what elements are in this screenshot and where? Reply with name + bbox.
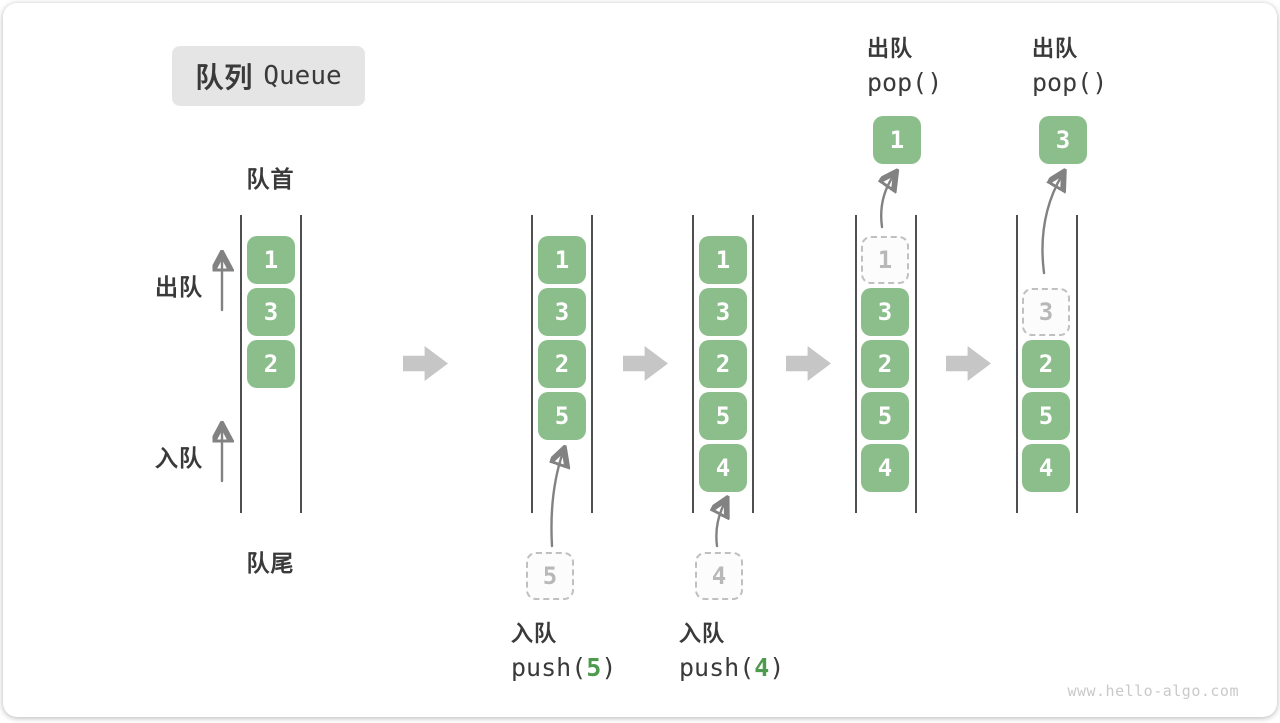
queue-item-box: 2	[538, 340, 586, 388]
queue-item-box: 1	[538, 236, 586, 284]
pointer-arrow	[1041, 175, 1062, 275]
pop-code-label: pop()	[1032, 68, 1108, 97]
queue-item-box: 3	[247, 288, 295, 336]
pop-operation-label-2: 出队 pop()	[1032, 34, 1107, 100]
incoming-item-box: 5	[526, 552, 574, 600]
queue-wall-right	[300, 215, 302, 513]
pointer-arrow	[551, 452, 563, 548]
queue-wall-right	[1076, 215, 1078, 513]
push-arg: 5	[586, 653, 602, 682]
dequeue-side-label: 出队	[155, 274, 203, 300]
title-en: Queue	[263, 61, 342, 91]
queue-wall-left	[855, 215, 857, 513]
figure-card: 队列 Queue 队首 队尾 出队 入队 出队 pop() 出队 pop() 入…	[3, 3, 1277, 717]
queue-wall-left	[1016, 215, 1018, 513]
queue-item-box: 3	[538, 288, 586, 336]
queue-diagram: 队列 Queue 队首 队尾 出队 入队 出队 pop() 出队 pop() 入…	[3, 3, 1277, 717]
push-zh-label: 入队	[511, 621, 558, 646]
queue-removed-slot-box: 1	[861, 236, 909, 284]
queue-item-box: 2	[1022, 340, 1070, 388]
queue-item-box: 1	[699, 236, 747, 284]
queue-wall-right	[752, 215, 754, 513]
title-chip: 队列 Queue	[172, 46, 365, 106]
incoming-item-box: 4	[695, 552, 743, 600]
pop-zh-label: 出队	[1032, 36, 1079, 61]
queue-item-box: 2	[247, 340, 295, 388]
popped-item-box: 3	[1039, 116, 1087, 164]
queue-item-box: 2	[861, 340, 909, 388]
state-transition-arrow-icon	[623, 346, 668, 381]
queue-item-box: 1	[247, 236, 295, 284]
pop-code-label: pop()	[867, 68, 943, 97]
push-arg: 4	[754, 653, 770, 682]
enqueue-side-label: 入队	[155, 445, 203, 471]
queue-item-box: 3	[861, 288, 909, 336]
queue-front-label: 队首	[246, 166, 295, 192]
queue-item-box: 4	[861, 444, 909, 492]
queue-item-box: 5	[861, 392, 909, 440]
pop-operation-label-1: 出队 pop()	[867, 34, 942, 100]
queue-wall-left	[240, 215, 242, 513]
state-transition-arrow-icon	[946, 346, 991, 381]
queue-item-box: 4	[699, 444, 747, 492]
push-operation-label-5: 入队 push(5)	[511, 619, 616, 685]
queue-wall-right	[915, 215, 917, 513]
queue-item-box: 4	[1022, 444, 1070, 492]
push-code-label: push(5)	[511, 653, 617, 682]
queue-item-box: 5	[699, 392, 747, 440]
queue-rear-label: 队尾	[246, 550, 295, 576]
queue-item-box: 5	[538, 392, 586, 440]
queue-item-box: 5	[1022, 392, 1070, 440]
popped-item-box: 1	[873, 116, 921, 164]
pointer-arrow	[716, 502, 725, 548]
queue-item-box: 2	[699, 340, 747, 388]
queue-wall-left	[531, 215, 533, 513]
queue-removed-slot-box: 3	[1022, 288, 1070, 336]
queue-wall-right	[591, 215, 593, 513]
push-code-label: push(4)	[679, 653, 785, 682]
watermark: www.hello-algo.com	[1067, 682, 1239, 700]
push-operation-label-4: 入队 push(4)	[679, 619, 784, 685]
title-zh: 队列	[195, 62, 254, 93]
state-transition-arrow-icon	[786, 346, 831, 381]
push-zh-label: 入队	[679, 621, 726, 646]
queue-item-box: 3	[699, 288, 747, 336]
queue-wall-left	[692, 215, 694, 513]
pop-zh-label: 出队	[867, 36, 914, 61]
state-transition-arrow-icon	[403, 346, 448, 381]
pointer-arrow	[881, 175, 894, 229]
